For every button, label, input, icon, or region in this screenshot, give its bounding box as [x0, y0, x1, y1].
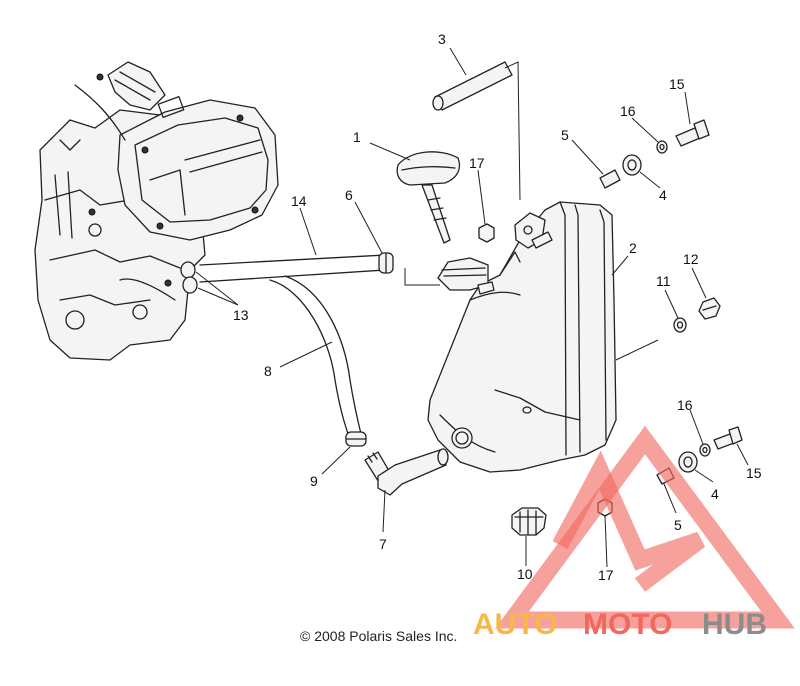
callout-15-bottom: 15 [746, 465, 762, 481]
callout-14: 14 [291, 193, 307, 209]
hose-14 [199, 254, 386, 283]
bolt-15-top [675, 119, 710, 147]
callout-8: 8 [264, 363, 272, 379]
callout-4-bottom: 4 [711, 486, 719, 502]
callout-11: 11 [656, 273, 671, 289]
callout-16-top: 16 [620, 103, 636, 119]
callout-5-bottom: 5 [674, 517, 682, 533]
engine-block [34, 61, 279, 361]
callout-2: 2 [629, 240, 637, 256]
callout-5-top: 5 [561, 127, 569, 143]
elbow-fitting [364, 448, 449, 496]
watermark-triangle [495, 425, 795, 629]
washer-11 [673, 317, 687, 333]
drain-plug-12 [698, 297, 721, 320]
callout-4-top: 4 [659, 187, 667, 203]
callout-9: 9 [310, 473, 318, 489]
spacer-5-top [599, 169, 621, 189]
callout-17-top: 17 [469, 155, 485, 171]
leader-lines [195, 47, 749, 568]
grommet-4-top [622, 154, 642, 176]
callout-12: 12 [683, 251, 699, 267]
vent-tube [432, 61, 521, 201]
callout-3: 3 [438, 31, 446, 47]
washer-16-top [656, 140, 668, 154]
callout-15-top: 15 [669, 76, 685, 92]
callout-10: 10 [517, 566, 533, 582]
washer-16-bottom [699, 443, 711, 457]
callout-16-bottom: 16 [677, 397, 693, 413]
callout-13: 13 [233, 307, 249, 323]
nut-17-top [478, 223, 495, 243]
watermark-auto: AUTO [473, 608, 557, 641]
bolt-15-bottom [713, 426, 743, 450]
watermark-hub: HUB [702, 608, 767, 641]
callout-6: 6 [345, 187, 353, 203]
automotohub-watermark: AUTO MOTO HUB [473, 425, 795, 641]
watermark-m-shape [552, 450, 706, 592]
dipstick-cap [396, 151, 461, 244]
hose-8 [269, 275, 363, 441]
callout-7: 7 [379, 536, 387, 552]
cap-10 [511, 507, 547, 536]
clamp-9 [345, 431, 367, 447]
watermark-moto: MOTO [583, 608, 672, 641]
callout-labels: 1 2 3 4 4 5 5 6 7 8 9 10 11 12 13 14 15 … [233, 31, 762, 583]
grommet-4-bottom [678, 451, 698, 473]
callout-17-bottom: 17 [598, 567, 614, 583]
callout-1: 1 [353, 129, 361, 145]
copyright-text: © 2008 Polaris Sales Inc. [300, 628, 457, 644]
hose-clamps [180, 261, 198, 294]
clamp-6 [378, 252, 394, 274]
oil-tank [404, 201, 617, 473]
